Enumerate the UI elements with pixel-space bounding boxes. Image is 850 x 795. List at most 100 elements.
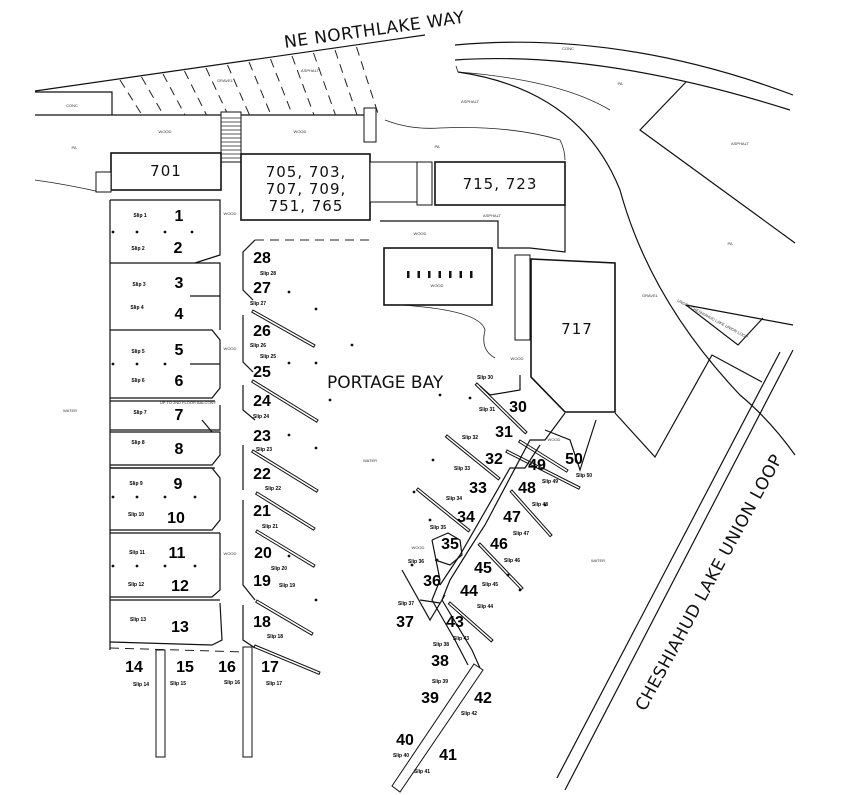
note-balcony: UP TO 2ND FLOOR BALCONY xyxy=(160,400,217,405)
parking-stripe xyxy=(184,70,207,116)
surface-label-wood: WOOD xyxy=(224,211,237,216)
slip-number-19: 19 xyxy=(253,573,271,590)
slip-number-26: 26 xyxy=(253,323,271,340)
building-connector xyxy=(369,161,418,203)
slip-number-49: 49 xyxy=(528,457,546,474)
pile xyxy=(431,458,435,462)
pile xyxy=(190,230,194,234)
slip-number-33: 33 xyxy=(469,480,487,497)
road-label-ne-northlake-way: NE NORTHLAKE WAY xyxy=(283,8,466,53)
slip-label-19: Slip 19 xyxy=(279,583,295,589)
slip-label-20: Slip 20 xyxy=(271,566,287,572)
building-701-annex xyxy=(95,171,112,193)
surface-label-wood: WOOD xyxy=(431,283,444,288)
dock-finger xyxy=(255,599,314,636)
building-705 xyxy=(240,153,371,221)
slip-label-18: Slip 18 xyxy=(267,634,283,640)
slip-label-41: Slip 41 xyxy=(414,769,430,775)
slip-label-30: Slip 30 xyxy=(477,375,493,381)
slip-label-6: Slip 6 xyxy=(131,378,145,384)
slip-number-12: 12 xyxy=(171,578,189,595)
pile xyxy=(287,433,291,437)
dock-finger xyxy=(474,382,528,435)
slip-number-38: 38 xyxy=(431,653,449,670)
slip-label-39: Slip 39 xyxy=(432,679,448,685)
surface-label-water: WATER xyxy=(363,458,377,463)
slip-label-46: Slip 46 xyxy=(504,558,520,564)
surface-label-asphalt: ASPHALT xyxy=(301,68,319,73)
stair-treads xyxy=(221,117,241,159)
slip-label-28: Slip 28 xyxy=(260,271,276,277)
pile xyxy=(412,490,416,494)
dock-finger xyxy=(251,449,319,493)
pile xyxy=(410,563,414,567)
slip-label-1: Slip 1 xyxy=(133,213,147,219)
window xyxy=(470,271,473,278)
surface-label-gravel: GRAVEL xyxy=(642,293,659,298)
slip-number-8: 8 xyxy=(175,441,184,458)
slip-number-35: 35 xyxy=(441,536,459,553)
parking-stripe xyxy=(141,76,164,116)
slip-number-5: 5 xyxy=(175,342,184,359)
slip-number-30: 30 xyxy=(509,399,527,416)
stairs-east xyxy=(363,107,377,143)
slip-number-23: 23 xyxy=(253,428,271,445)
parking-stripe xyxy=(248,61,272,116)
slip-number-40: 40 xyxy=(396,732,414,749)
surface-label-gravel: GRAVEL xyxy=(217,78,234,83)
surface-label-pa: PA xyxy=(434,144,439,149)
dock-finger xyxy=(444,434,501,481)
slip-number-39: 39 xyxy=(421,690,439,707)
pier-15 xyxy=(155,649,166,758)
dock-finger xyxy=(251,309,316,348)
surface-label-wood: WOOD xyxy=(159,129,172,134)
pile xyxy=(135,495,139,499)
pile xyxy=(193,495,197,499)
pile xyxy=(435,558,439,562)
building-label-705: 751, 765 xyxy=(269,197,344,215)
pile xyxy=(287,554,291,558)
pier-building xyxy=(383,247,493,306)
dock-finger xyxy=(254,491,316,531)
window xyxy=(407,271,410,278)
dock-finger xyxy=(447,601,494,643)
slip-label-16: Slip 16 xyxy=(224,680,240,686)
slip-number-4: 4 xyxy=(175,306,184,323)
slip-number-43: 43 xyxy=(446,614,464,631)
slip-number-21: 21 xyxy=(253,503,271,520)
slip-label-12: Slip 12 xyxy=(128,582,144,588)
dock-finger xyxy=(251,379,319,423)
slip-number-31: 31 xyxy=(495,424,513,441)
pile xyxy=(314,307,318,311)
parking-stripe xyxy=(270,58,293,116)
west-dock xyxy=(109,199,246,653)
slip-number-48: 48 xyxy=(518,480,536,497)
slip-number-34: 34 xyxy=(457,509,475,526)
dock-finger xyxy=(253,644,321,675)
pile xyxy=(518,588,522,592)
surface-label-wood: WOOD xyxy=(511,356,524,361)
pile xyxy=(314,598,318,602)
slip-label-15: Slip 15 xyxy=(170,681,186,687)
pile xyxy=(135,564,139,568)
surface-label-conc: CONC xyxy=(66,103,78,108)
dock-finger xyxy=(509,489,553,538)
pile xyxy=(193,564,197,568)
pile xyxy=(163,230,167,234)
slip-number-1: 1 xyxy=(175,208,184,225)
slip-label-13: Slip 13 xyxy=(130,617,146,623)
northlake-road xyxy=(34,34,566,193)
pier-39-42 xyxy=(391,663,484,793)
slip-label-23: Slip 23 xyxy=(256,447,272,453)
surface-label-conc: CONC xyxy=(562,46,574,51)
slip-number-37: 37 xyxy=(396,614,414,631)
surface-label-wood: WOOD xyxy=(412,545,425,550)
pile xyxy=(111,564,115,568)
slip-label-5: Slip 5 xyxy=(131,349,145,355)
building-label-705: 705, 703, xyxy=(266,163,347,181)
slip-label-27: Slip 27 xyxy=(250,301,266,307)
slip-label-38: Slip 38 xyxy=(433,642,449,648)
window xyxy=(449,271,452,278)
